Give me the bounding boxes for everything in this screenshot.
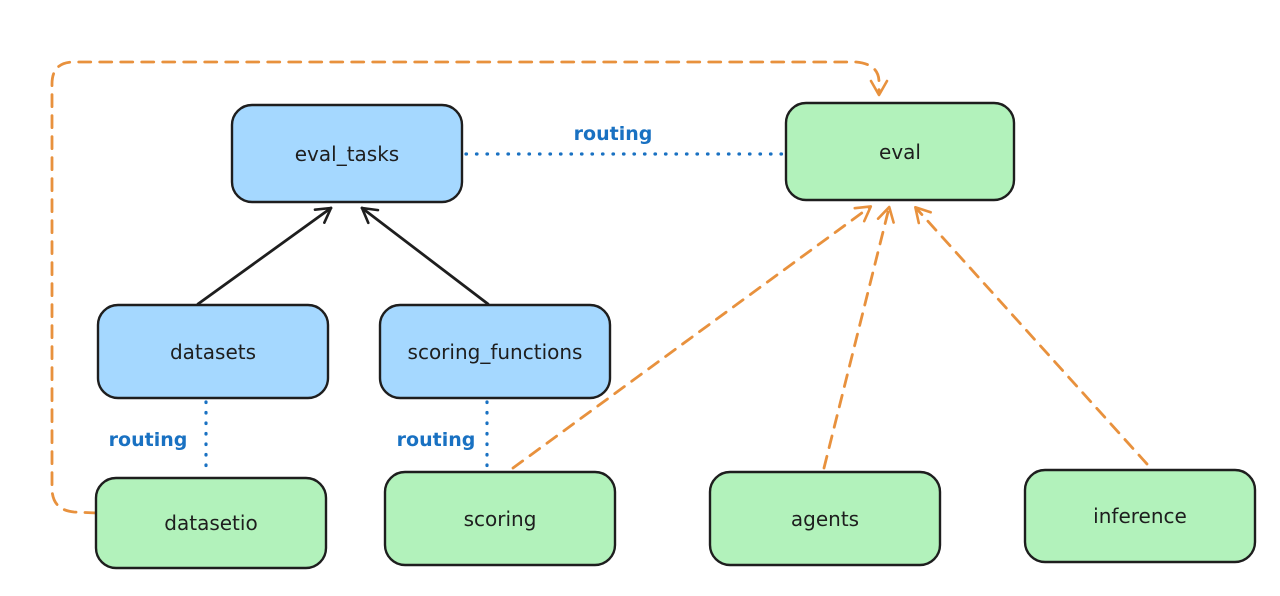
node-scoring-functions: scoring_functions (378, 303, 612, 400)
nodes-layer: eval_tasks eval datasets scoring_functio… (94, 101, 1257, 570)
node-datasetio-box (94, 476, 328, 570)
node-inference-box (1023, 468, 1257, 564)
node-inference-label: inference (1093, 504, 1187, 528)
node-inference: inference (1023, 468, 1257, 564)
routing-label-left: routing (109, 429, 188, 451)
node-datasets: datasets (96, 303, 330, 400)
routing-label-middle: routing (397, 429, 476, 451)
node-eval-tasks-label: eval_tasks (295, 142, 399, 166)
edge-labels-layer: routing routing routing (109, 123, 653, 451)
node-eval-box (784, 101, 1016, 202)
node-datasetio-label: datasetio (164, 511, 257, 535)
node-scoring-box (383, 470, 617, 567)
node-scoring-functions-box (378, 303, 612, 400)
edge-datasets-to-eval-tasks (196, 206, 333, 306)
node-scoring: scoring (383, 470, 617, 567)
edge-scoring-functions-to-eval-tasks (360, 206, 490, 306)
node-agents-box (708, 470, 942, 567)
edge-inference-to-eval (914, 205, 1149, 466)
node-datasetio: datasetio (94, 476, 328, 570)
node-scoring-label: scoring (464, 507, 537, 531)
node-agents: agents (708, 470, 942, 567)
node-eval-tasks-box (230, 103, 464, 204)
node-datasets-label: datasets (170, 340, 256, 364)
edge-agents-to-eval (822, 205, 895, 470)
edge-datasetio-to-eval (50, 60, 889, 515)
node-datasets-box (96, 303, 330, 400)
node-eval-label: eval (879, 140, 921, 164)
node-eval: eval (784, 101, 1016, 202)
edge-scoring-to-eval (511, 205, 873, 470)
node-eval-tasks: eval_tasks (230, 103, 464, 204)
node-scoring-functions-label: scoring_functions (408, 340, 583, 364)
node-agents-label: agents (791, 507, 859, 531)
edges-layer (50, 60, 1149, 515)
routing-label-top: routing (574, 123, 653, 145)
